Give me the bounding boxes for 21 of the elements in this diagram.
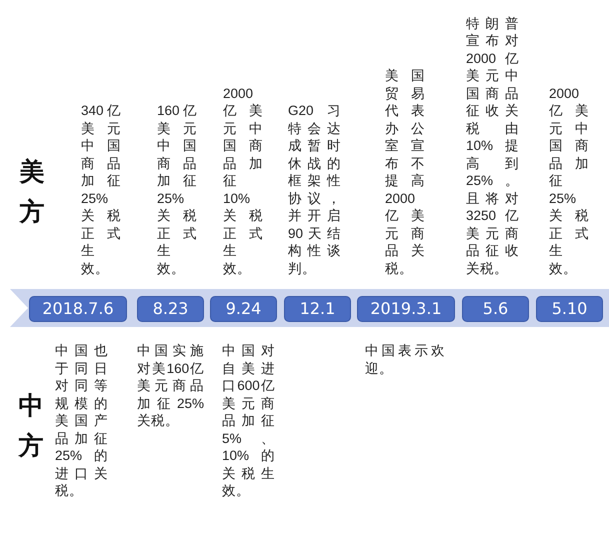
event-description: 中国也于同日对同等规模的美国产品加征25%的进口关税。 — [55, 342, 108, 500]
date-box: 12.1 — [284, 296, 351, 322]
date-box: 2018.7.6 — [29, 296, 127, 322]
event-description: 中国表示欢迎。 — [365, 342, 445, 377]
event-description: 特朗普宣布对2000亿美元中国商品征收关税由10%提高到25%。且将对3250亿美元商品征收关税。 — [466, 14, 519, 277]
event-description: 美国贸易代表办公室宣布不提高2000亿美元商品关税。 — [385, 67, 425, 277]
event-description: 中国对自美进口600亿美元商品加征5%、10%的关税生效。 — [222, 342, 275, 500]
date-box: 2019.3.1 — [357, 296, 455, 322]
event-description: G20习特会达成暂时休战的框架性协议，并开启90天结构性谈判。 — [288, 102, 341, 277]
event-description: 2000亿美元中国商品加征10%关税正式生效。 — [223, 84, 263, 277]
row-heading: 中方 — [17, 390, 44, 462]
date-box: 8.23 — [137, 296, 204, 322]
event-description: 160亿美元中国商品加征25%关税正式生效。 — [157, 102, 197, 277]
event-description: 2000亿美元中国商品加征25%关税正式生效。 — [549, 84, 589, 277]
row-heading: 美方 — [18, 156, 46, 228]
date-box: 9.24 — [210, 296, 277, 322]
date-box: 5.6 — [462, 296, 529, 322]
date-box: 5.10 — [536, 296, 603, 322]
event-description: 中国实施对美160亿美元商品加征25%关税。 — [137, 342, 204, 430]
event-description: 340亿美元中国商品加征25%关税正式生效。 — [81, 102, 121, 277]
timeline-band — [10, 289, 609, 327]
